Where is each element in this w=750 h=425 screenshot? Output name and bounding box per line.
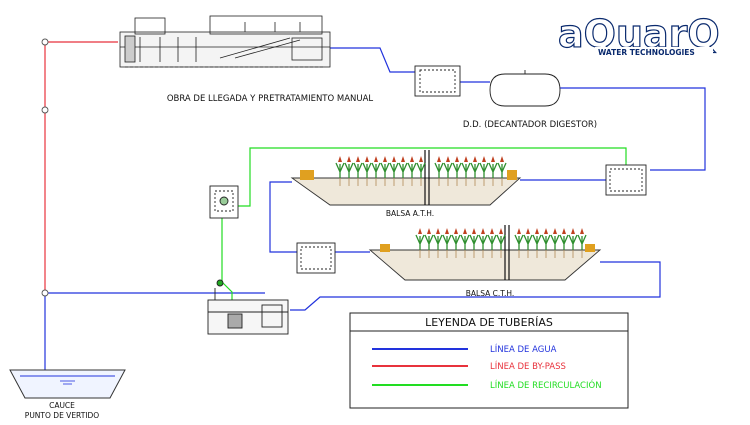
reed-plant xyxy=(380,156,390,186)
junction-node xyxy=(41,38,49,46)
reed-plant xyxy=(497,156,507,186)
pipe-legend: LEYENDA DE TUBERÍAS LÍNEA DE AGUA LÍNEA … xyxy=(349,312,629,409)
distribution-chamber xyxy=(605,164,647,196)
reed-plant xyxy=(550,228,560,258)
reed-plant xyxy=(371,156,381,186)
recirculation-lines xyxy=(221,147,627,305)
water-line-to-digester xyxy=(330,47,415,73)
junction-node xyxy=(41,289,49,297)
water-line-cth-to-outlet xyxy=(290,261,661,311)
reed-plant xyxy=(389,156,399,186)
outfall-label-1: CAUCE xyxy=(49,401,75,410)
reed-plant xyxy=(488,156,498,186)
basin-cth-label: BALSA C.T.H. xyxy=(466,289,514,298)
reed-plant xyxy=(487,228,497,258)
reed-plant xyxy=(407,156,417,186)
reed-plant xyxy=(443,156,453,186)
reed-plant xyxy=(415,228,425,258)
reed-plant xyxy=(442,228,452,258)
reed-plant xyxy=(452,156,462,186)
reed-plant xyxy=(478,228,488,258)
reed-plant xyxy=(424,228,434,258)
water-line-to-chamber xyxy=(560,87,706,171)
reed-plant xyxy=(514,228,524,258)
pretreatment-structure xyxy=(119,15,331,68)
recirc-line-down xyxy=(221,218,233,305)
reed-plant xyxy=(461,156,471,186)
logo-tagline: WATER TECHNOLOGIES xyxy=(598,48,695,57)
legend-item-water: LÍNEA DE AGUA xyxy=(490,343,557,355)
reed-plant xyxy=(470,156,480,186)
reed-plant xyxy=(568,228,578,258)
reed-plant xyxy=(362,156,372,186)
outfall-label-2: PUNTO DE VERTIDO xyxy=(25,411,99,420)
reed-plant xyxy=(460,228,470,258)
reed-plant xyxy=(523,228,533,258)
reed-plant xyxy=(559,228,569,258)
junction-nodes xyxy=(41,38,49,297)
basin-cth xyxy=(368,225,602,281)
reed-plant xyxy=(469,228,479,258)
bypass-line xyxy=(44,41,118,293)
reed-plant xyxy=(434,156,444,186)
reed-plant xyxy=(335,156,345,186)
reed-plant xyxy=(353,156,363,186)
digester-label: D.D. (DECANTADOR DIGESTOR) xyxy=(463,120,597,130)
reed-plant xyxy=(451,228,461,258)
collection-box xyxy=(296,242,336,274)
legend-item-bypass: LÍNEA DE BY-PASS xyxy=(490,360,566,372)
water-lines xyxy=(44,47,706,372)
outfall-channel xyxy=(9,369,126,399)
digester xyxy=(414,65,561,107)
basin-ath xyxy=(290,150,522,206)
reed-plant xyxy=(541,228,551,258)
reed-plant xyxy=(398,156,408,186)
company-logo: aQuarQ WATER TECHNOLOGIES xyxy=(557,11,720,57)
junction-node xyxy=(41,106,49,114)
reed-plant xyxy=(496,228,506,258)
legend-title: LEYENDA DE TUBERÍAS xyxy=(425,316,553,329)
reed-plant xyxy=(479,156,489,186)
recirc-line-top xyxy=(238,147,627,207)
reed-plant xyxy=(532,228,542,258)
recirculation-pump-well xyxy=(209,185,239,219)
pretreatment-label: OBRA DE LLEGADA Y PRETRATAMIENTO MANUAL xyxy=(167,94,374,104)
basin-ath-label: BALSA A.T.H. xyxy=(386,209,434,218)
legend-item-recirculation: LÍNEA DE RECIRCULACIÓN xyxy=(490,379,602,391)
reed-plant xyxy=(416,156,426,186)
water-line-ath-to-box xyxy=(269,181,297,253)
reed-plant xyxy=(433,228,443,258)
outlet-structure xyxy=(207,279,289,335)
reed-plant xyxy=(344,156,354,186)
reed-plant xyxy=(577,228,587,258)
